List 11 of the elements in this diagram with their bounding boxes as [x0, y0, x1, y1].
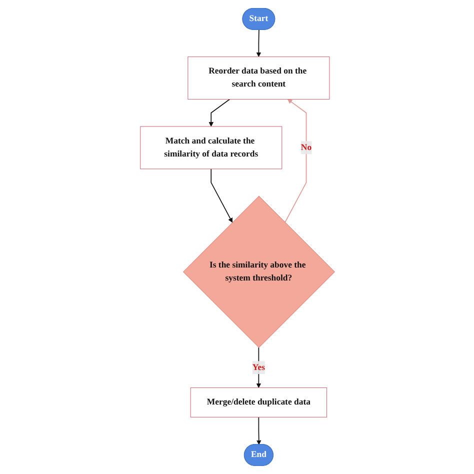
node-box: Match and calculate the similarity of data records — [140, 126, 282, 170]
node-box: Merge/delete duplicate data — [190, 388, 327, 418]
edge-label: No — [300, 142, 312, 152]
edge-label: Yes — [252, 362, 264, 372]
arrow — [256, 29, 261, 58]
arrow — [210, 168, 232, 223]
node-box: Reorder data based on the search content — [187, 56, 330, 100]
arrow — [256, 416, 261, 445]
arrow — [284, 99, 306, 223]
arrow — [208, 98, 230, 127]
node-diamond: Is the similarity above the system threshold? — [182, 196, 335, 348]
